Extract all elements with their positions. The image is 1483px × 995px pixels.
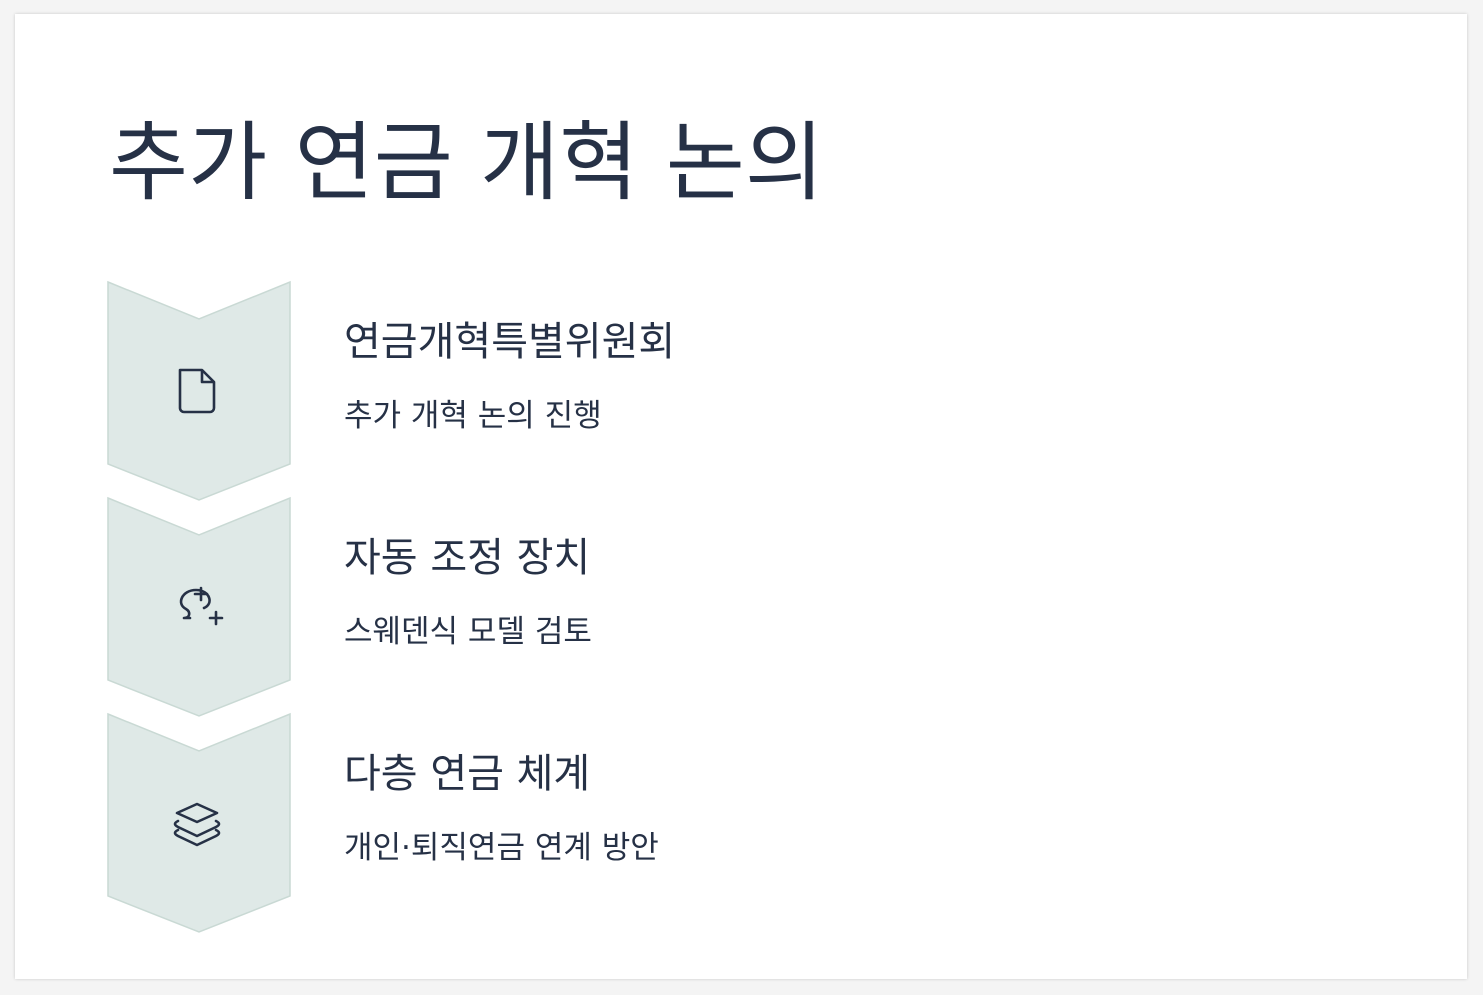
layers-icon (173, 802, 221, 847)
item-heading-2: 자동 조정 장치 (344, 535, 591, 581)
chevron-shape (107, 496, 291, 717)
chevron-shape (107, 280, 291, 501)
document-icon (178, 368, 216, 414)
chevron-step-1 (107, 280, 291, 501)
chevron-shape (107, 712, 291, 933)
item-heading-3: 다층 연금 체계 (344, 751, 591, 797)
slide: 추가 연금 개혁 논의 연금개혁특별위원회 추가 개혁 논의 진행 자동 조정 … (15, 14, 1467, 979)
item-sub-2: 스웨덴식 모델 검토 (344, 614, 592, 650)
automation-icon (179, 586, 224, 626)
chevron-step-2 (107, 496, 291, 717)
item-sub-1: 추가 개혁 논의 진행 (344, 398, 602, 434)
item-heading-1: 연금개혁특별위원회 (344, 319, 676, 365)
item-sub-3: 개인·퇴직연금 연계 방안 (344, 830, 659, 866)
slide-title: 추가 연금 개혁 논의 (109, 113, 824, 213)
chevron-step-3 (107, 712, 291, 933)
